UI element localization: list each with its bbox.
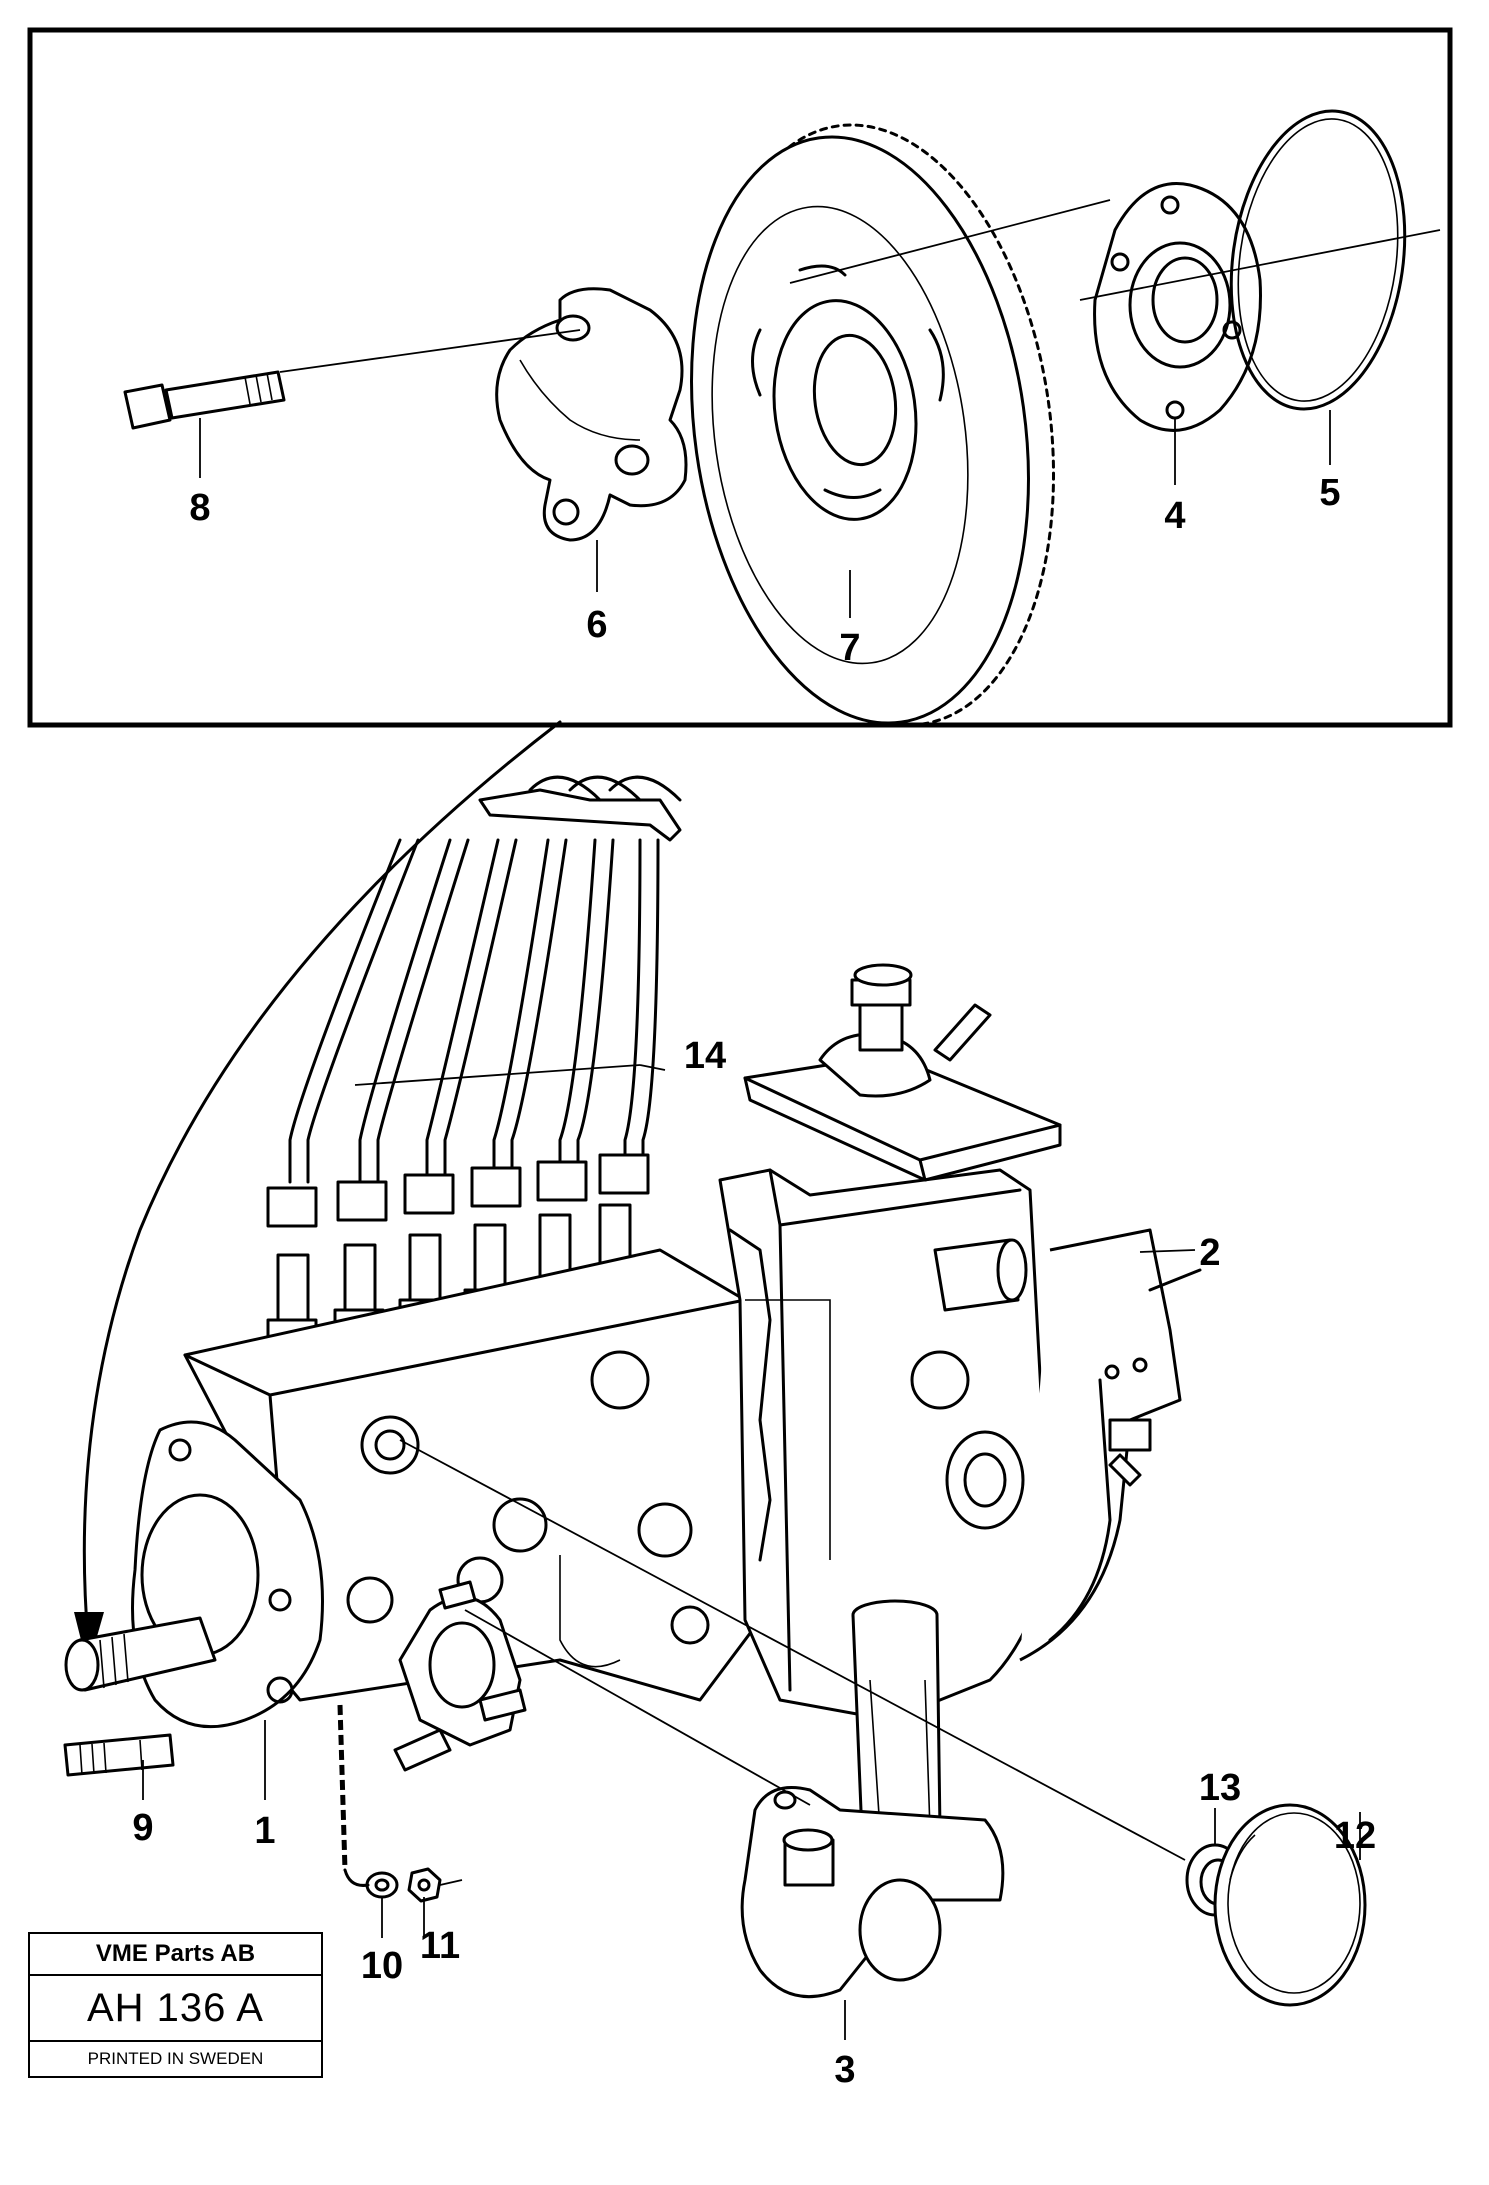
main-leader-lines: [142, 1064, 1361, 2040]
part-4-hub-flange: [1093, 182, 1262, 432]
drawing-code: AH 136 A: [30, 1976, 321, 2042]
callout-9: 9: [132, 1807, 153, 1849]
pump-side-flange: [393, 1580, 527, 1772]
part-5-o-ring: [1229, 109, 1407, 411]
callout-7: 7: [839, 627, 860, 669]
part-12-cover-plug: [1213, 1803, 1367, 2007]
inset-axis-line-1: [279, 329, 581, 373]
callout-12: 12: [1334, 1815, 1376, 1857]
callout-8: 8: [189, 487, 210, 529]
callout-2: 2: [1199, 1232, 1220, 1274]
callout-13: 13: [1199, 1767, 1241, 1809]
inset-axis-line-3: [1079, 229, 1441, 301]
title-block: VME Parts AB AH 136 A PRINTED IN SWEDEN: [28, 1932, 323, 2078]
callout-1: 1: [254, 1810, 275, 1852]
part-2-governor: [718, 963, 1202, 1722]
pump-drive-shaft: [64, 1616, 217, 1692]
part-10-washer: [365, 1871, 399, 1899]
part-7-drive-gear: [690, 123, 1056, 727]
part-14-delivery-pipes: [266, 775, 682, 1228]
return-pipe: [337, 1704, 348, 1871]
company-name: VME Parts AB: [30, 1934, 321, 1976]
part-3-feed-pump: [740, 1599, 1005, 1999]
pipe-nuts: [266, 1153, 650, 1228]
callout-4: 4: [1164, 495, 1185, 537]
callout-5: 5: [1319, 472, 1340, 514]
return-pipe-bend: [343, 1868, 370, 1887]
printed-note: PRINTED IN SWEDEN: [87, 2049, 264, 2068]
detail-arrow: [82, 720, 562, 1642]
inset-axis-line-2: [789, 199, 1111, 284]
part-11-nut: [407, 1867, 442, 1903]
part-6-retainer-plate: [495, 287, 688, 542]
callout-11: 11: [420, 1925, 460, 1967]
part-9-stud: [63, 1733, 175, 1777]
callout-3: 3: [834, 2049, 855, 2091]
callout-10: 10: [361, 1945, 403, 1987]
callout-14: 14: [684, 1035, 726, 1077]
callout-6: 6: [586, 604, 607, 646]
detail-inset-frame: [27, 27, 1453, 728]
part-8-bolt: [123, 370, 286, 430]
